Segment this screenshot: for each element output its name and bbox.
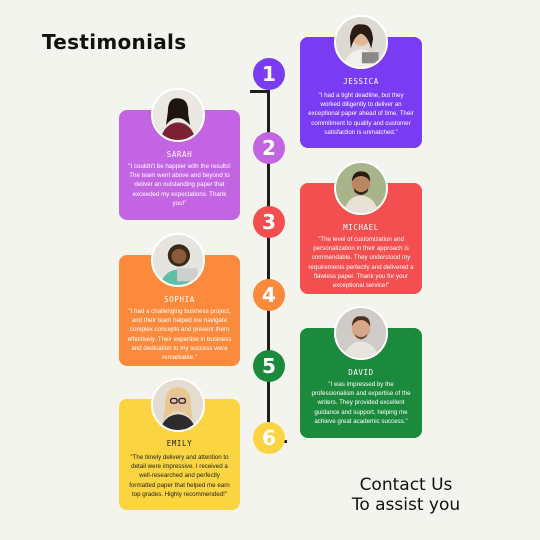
testimonial-name: MICHAEL: [343, 223, 379, 232]
avatar-emily: [151, 378, 205, 432]
testimonial-quote: "I had a challenging business project, a…: [127, 308, 232, 362]
testimonial-name: JESSICA: [343, 77, 379, 86]
avatar-david: [334, 306, 388, 360]
testimonial-quote: "I was impressed by the professionalism …: [311, 381, 411, 425]
testimonial-name: SARAH: [166, 150, 193, 159]
timeline-line: [267, 90, 270, 442]
contact-line-2: To assist you: [351, 495, 461, 515]
testimonial-name: SOPHIA: [164, 295, 195, 304]
testimonial-name: DAVID: [348, 368, 374, 377]
avatar-sophia: [151, 233, 205, 287]
testimonial-quote: "The timely delivery and attention to de…: [129, 454, 230, 498]
step-2-badge: 2: [253, 132, 285, 164]
timeline-hook-top: [250, 90, 270, 93]
testimonial-quote: "The level of customization and personal…: [308, 236, 414, 290]
testimonial-name: EMILY: [166, 439, 193, 448]
testimonial-quote: "I couldn't be happier with the results!…: [128, 163, 231, 207]
step-5-badge: 5: [253, 350, 285, 382]
step-1-badge: 1: [253, 58, 285, 90]
avatar-jessica: [334, 15, 388, 69]
testimonial-quote: "I had a tight deadline, but they worked…: [308, 92, 414, 136]
contact-text: Contact Us To assist you: [336, 475, 476, 515]
page-title: Testimonials: [42, 30, 187, 54]
testimonial-card-emily: EMILY "The timely delivery and attention…: [119, 399, 240, 510]
avatar-sarah: [151, 88, 205, 142]
contact-line-1: Contact Us: [359, 475, 453, 495]
avatar-michael: [334, 161, 388, 215]
step-3-badge: 3: [253, 206, 285, 238]
testimonial-card-sarah: SARAH "I couldn't be happier with the re…: [119, 110, 240, 220]
step-6-badge: 6: [253, 422, 285, 454]
step-4-badge: 4: [253, 279, 285, 311]
